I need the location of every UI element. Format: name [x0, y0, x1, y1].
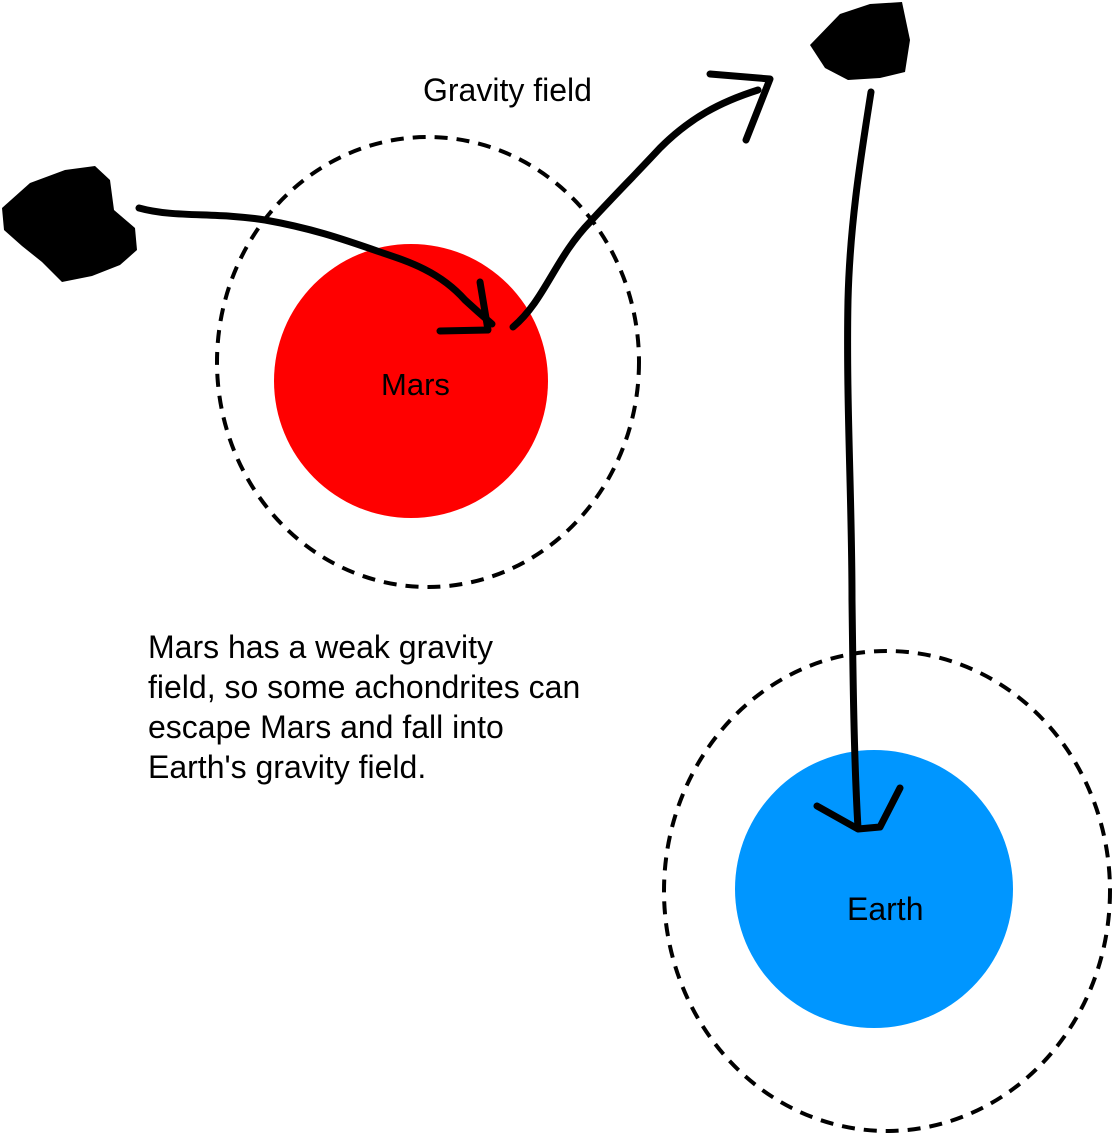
earth-gravity-field-ring	[662, 649, 1112, 1133]
arrowhead-escape-mars	[706, 70, 774, 144]
gravity-field-label: Gravity field	[423, 72, 592, 108]
trajectory-fall-to-earth	[844, 88, 875, 832]
caption-line: Mars has a weak gravity	[148, 629, 494, 665]
arrowhead-fall-to-earth	[813, 784, 904, 833]
earth-label: Earth	[847, 891, 924, 927]
trajectory-escape-mars	[509, 86, 762, 331]
arrowhead-into-mars	[436, 278, 492, 335]
caption-line: escape Mars and fall into	[148, 709, 504, 745]
explanation-caption: Mars has a weak gravity field, so some a…	[148, 627, 648, 787]
mars-label: Mars	[381, 367, 450, 402]
trajectory-into-mars	[135, 204, 496, 328]
caption-line: Earth's gravity field.	[148, 749, 427, 785]
mars-gravity-field-ring	[215, 135, 641, 589]
asteroid-top-right	[810, 2, 910, 80]
caption-line: field, so some achondrites can	[148, 669, 581, 705]
earth-planet	[735, 750, 1013, 1028]
asteroid-left	[2, 166, 137, 282]
